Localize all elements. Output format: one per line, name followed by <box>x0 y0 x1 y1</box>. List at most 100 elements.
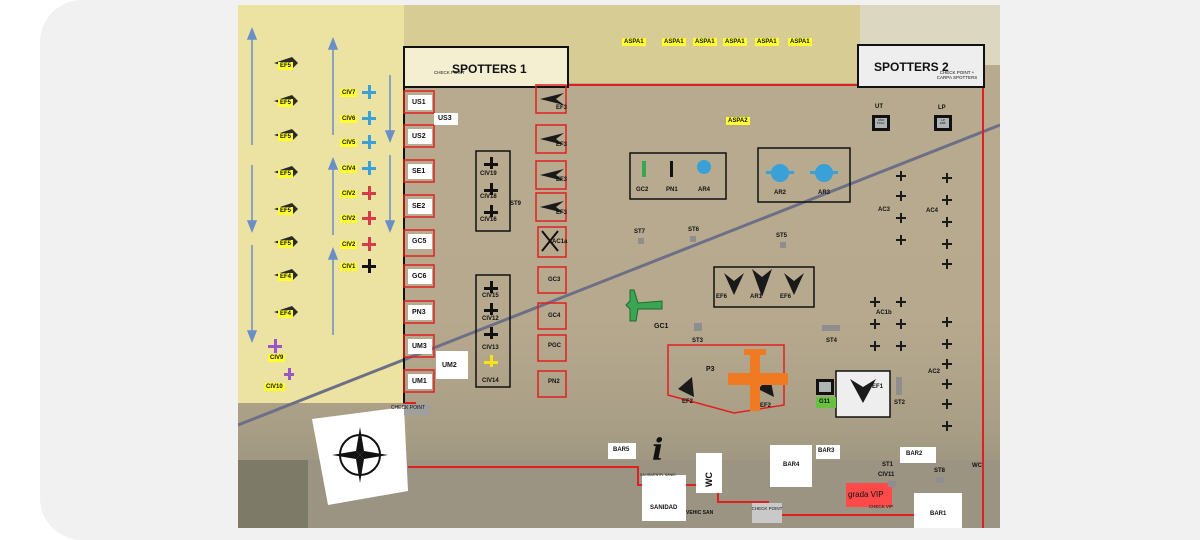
fighter-aircraft-icons <box>540 93 876 403</box>
st7-label: ST7 <box>634 229 646 235</box>
bar2-box <box>900 447 936 463</box>
ef2-right-label: EF2 <box>760 403 772 409</box>
ef-tag-0: EF5 <box>278 62 294 70</box>
st6-marker <box>690 236 696 242</box>
mid-label-2: GC4 <box>548 313 561 319</box>
aspa1-tag-5: ASPA1 <box>788 38 812 46</box>
ef6-label-0: EF6 <box>716 294 728 300</box>
civ-group1-label-1: CIV18 <box>480 194 497 200</box>
stand-label-8: UM1 <box>412 378 427 385</box>
stand-label-6: PN3 <box>412 309 426 316</box>
spotters2-area <box>857 44 985 88</box>
ut-label: UT <box>875 104 883 110</box>
lp-label: LP <box>938 105 946 111</box>
ut-lp-vehicle-inner <box>819 118 949 392</box>
st8-label: ST8 <box>934 468 946 474</box>
aspa1-tag-1: ASPA1 <box>662 38 686 46</box>
aspa1-tag-3: ASPA1 <box>723 38 747 46</box>
civ14-aircraft-icon <box>484 355 498 367</box>
ac1b-label: AC1b <box>876 310 892 316</box>
mid-label-3: PGC <box>548 343 562 349</box>
civ-tag-7: CIV1 <box>340 263 358 271</box>
st9-label: ST9 <box>510 201 522 207</box>
map-graphics <box>238 5 1000 528</box>
compass-rose <box>312 407 408 505</box>
wc1-box <box>696 453 722 493</box>
p3-aircraft-icon <box>728 349 788 411</box>
ef-tag-1: EF5 <box>278 99 294 107</box>
ac2-label: AC2 <box>928 369 941 375</box>
us3-box <box>434 113 458 125</box>
stand-box-4 <box>408 234 432 249</box>
civ-tag-6: CIV2 <box>340 241 358 249</box>
ar-group-frame <box>757 147 851 203</box>
ef6-label-2: EF6 <box>780 294 792 300</box>
ef-tag-2: EF5 <box>278 133 294 141</box>
bar1-box <box>914 493 962 528</box>
civ9-tag: CIV9 <box>268 354 286 362</box>
sanidad-label: SANIDAD <box>650 505 678 511</box>
civ-group1-label-0: CIV19 <box>480 171 497 177</box>
civ11-label: CIV11 <box>878 472 895 478</box>
flow-arrows <box>246 26 396 344</box>
st2-marker <box>896 377 902 395</box>
ut-sub-label: USO TRAJ. <box>876 118 886 126</box>
bar3-label: BAR3 <box>818 448 835 454</box>
st3-label: ST3 <box>692 338 704 344</box>
stand-box-8 <box>408 374 432 389</box>
heli-gc2-icon <box>642 161 646 177</box>
heli-label-0: GC2 <box>636 187 649 193</box>
airshow-site-map: SPOTTERS 1 SPOTTERS 2 CHECK POINT CHECK … <box>238 5 1000 528</box>
bar5-box <box>608 443 636 459</box>
civ-group2-label-3: CIV14 <box>482 378 499 384</box>
civ-tag-2: CIV5 <box>340 139 358 147</box>
ef6-group-frame <box>713 266 815 308</box>
civ-group1-label-2: CIV16 <box>480 217 497 223</box>
heli-label-1: PN1 <box>666 187 678 193</box>
civ-tag-1: CIV6 <box>340 115 358 123</box>
heli-group-frame <box>629 152 727 200</box>
ut-lp-vehicle-icons <box>816 115 952 395</box>
blue-aircraft-icons <box>362 85 838 182</box>
gc1-label: GC1 <box>654 323 669 330</box>
ef-tag-4: EF5 <box>278 207 294 215</box>
bar4-label: BAR4 <box>783 462 800 468</box>
p3-label: P3 <box>706 366 715 373</box>
heli-pn1-icon <box>670 161 673 177</box>
heli-label-2: AR4 <box>698 187 711 193</box>
civ-tag-5: CIV2 <box>340 215 358 223</box>
civ-group2-label-1: CIV12 <box>482 316 499 322</box>
civ-group2-label-0: CIV15 <box>482 293 499 299</box>
bar2-label: BAR2 <box>906 451 923 457</box>
stand-label-0: US1 <box>412 99 426 106</box>
mid-label-1: GC3 <box>548 277 561 283</box>
um2-label: UM2 <box>442 362 457 369</box>
stand-label-3: SE2 <box>412 203 426 210</box>
lp-sub-label: LP FAB. <box>939 118 947 126</box>
checkpoint4-label: CHECK POINT <box>751 506 783 511</box>
stand-label-7: UM3 <box>412 343 427 350</box>
spectator-grass-area <box>238 5 404 403</box>
st6-label: ST6 <box>688 227 700 233</box>
st1-label: ST1 <box>882 462 894 468</box>
purple-aircraft-icons <box>268 339 294 380</box>
spotters1-label: SPOTTERS 1 <box>452 62 527 76</box>
mid-label-4: PN2 <box>548 379 560 385</box>
stand-box-5 <box>408 269 432 284</box>
ac3-label: AC3 <box>878 207 891 213</box>
red-stand-frames <box>403 84 567 398</box>
bar3-box <box>816 445 840 459</box>
sanidad-entry-label: SALIDA/ENTR. SANID. <box>640 473 677 477</box>
civ-tag-0: CIV7 <box>340 89 358 97</box>
ar-label-0: AR2 <box>774 190 787 196</box>
wc2-label: WC <box>972 463 982 469</box>
g11-label: G11 <box>819 399 831 405</box>
ef-tag-5: EF5 <box>278 240 294 248</box>
civ-tag-3: CIV4 <box>340 165 358 173</box>
stand-label-4: GC5 <box>412 238 427 245</box>
ef-tag-3: EF5 <box>278 170 294 178</box>
info-icon: i <box>652 433 664 468</box>
ef3-label-2: EF3 <box>556 177 568 183</box>
stand-label-2: SE1 <box>412 168 426 175</box>
